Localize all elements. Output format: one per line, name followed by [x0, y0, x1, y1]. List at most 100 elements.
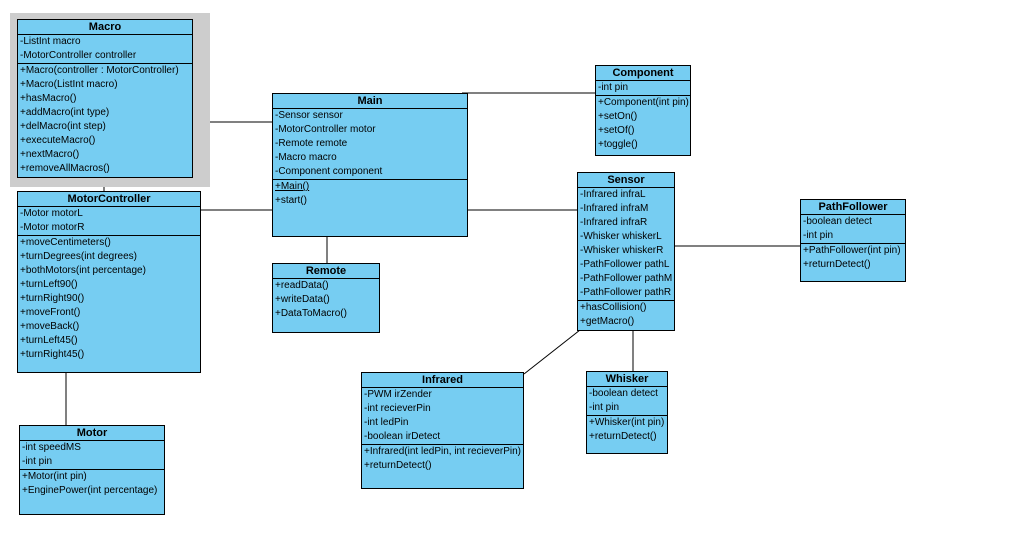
connector-sensor-infrared[interactable] [523, 329, 581, 375]
class-box-macro[interactable]: Macro-ListInt macro -MotorController cont… [17, 19, 193, 178]
attributes-compartment: -ListInt macro -MotorController controlle… [18, 35, 192, 64]
attribute-row: -Macro macro [275, 152, 337, 163]
class-title-whisker: Whisker [587, 372, 667, 387]
method-row: +addMacro(int type) [20, 107, 110, 118]
method-row: +toggle() [598, 139, 638, 150]
attributes-compartment: -Infrared infraL -Infrared infraM -Infrare… [578, 188, 674, 301]
method-row: +removeAllMacros() [20, 163, 110, 174]
method-row: +Component(int pin) [598, 97, 689, 108]
attribute-row: -Whisker whiskerR [580, 245, 664, 256]
method-row: +readData() [275, 280, 329, 291]
attribute-row: -Infrared infraR [580, 217, 648, 228]
methods-compartment: +moveCentimeters() +turnDegrees(int degre… [18, 236, 200, 372]
attributes-compartment: -boolean detect -int pin [587, 387, 667, 416]
methods-compartment: +readData() +writeData() +DataToMacro() [273, 279, 379, 332]
method-row: +delMacro(int step) [20, 121, 106, 132]
class-title-component: Component [596, 66, 690, 81]
class-box-main[interactable]: Main-Sensor sensor -MotorController motor… [272, 93, 468, 237]
methods-compartment: +Main() +start() [273, 180, 467, 236]
attribute-row: -Motor motorR [20, 222, 85, 233]
attributes-compartment: -int speedMS -int pin [20, 441, 164, 470]
method-row: +Main() [273, 180, 467, 194]
attributes-compartment: -boolean detect -int pin [801, 215, 905, 244]
method-row: +EnginePower(int percentage) [22, 485, 158, 496]
class-box-infrared[interactable]: Infrared-PWM irZender-int recieverPin-in… [361, 372, 524, 489]
method-row: +Whisker(int pin) [589, 417, 665, 428]
attribute-row: -Motor motorL [20, 208, 83, 219]
class-box-motorcontroller[interactable]: MotorController-Motor motorL -Motor motor… [17, 191, 201, 373]
methods-compartment: +Whisker(int pin) +returnDetect() [587, 416, 667, 453]
method-row: +PathFollower(int pin) [803, 245, 901, 256]
class-box-sensor[interactable]: Sensor-Infrared infraL-Infrared infraM-I… [577, 172, 675, 331]
method-row: +turnLeft45() [20, 335, 78, 346]
attributes-compartment: -PWM irZender-int recieverPin-int ledPin… [362, 388, 523, 445]
method-row: +hasCollision() [580, 302, 647, 313]
attribute-row: -boolean detect [803, 216, 872, 227]
attribute-row: -ListInt macro [20, 36, 81, 47]
class-title-pathfollower: PathFollower [801, 200, 905, 215]
class-box-pathfollower[interactable]: PathFollower-boolean detect -int pin +Path… [800, 199, 906, 282]
method-row: +returnDetect() [589, 431, 657, 442]
method-row: +Infrared(int ledPin, int recieverPin) [364, 446, 522, 457]
method-row: +moveCentimeters() [20, 237, 111, 248]
attribute-row: -MotorController controller [20, 50, 137, 61]
class-box-remote[interactable]: Remote+readData() +writeData() +DataToMacr… [272, 263, 380, 333]
class-title-motor: Motor [20, 426, 164, 441]
class-title-main: Main [273, 94, 467, 109]
class-title-macro: Macro [18, 20, 192, 35]
attribute-row: -PathFollower pathR [580, 287, 672, 298]
method-row: +turnLeft90() [20, 279, 78, 290]
attribute-row: -PathFollower pathL [580, 259, 670, 270]
attribute-row: -MotorController motor [275, 124, 376, 135]
attribute-row: -Infrared infraL [580, 189, 646, 200]
class-box-component[interactable]: Component-int pin +Component(int pin) +set… [595, 65, 691, 156]
class-title-sensor: Sensor [578, 173, 674, 188]
attribute-row: -boolean irDetect [364, 431, 441, 442]
attribute-row: -int pin [598, 82, 629, 93]
method-text-static: +Main() [275, 181, 310, 192]
attribute-row: -Infrared infraM [580, 203, 649, 214]
attribute-row: -int recieverPin [364, 403, 431, 414]
method-row: +start() [275, 195, 307, 206]
method-row: +turnRight90() [20, 293, 85, 304]
method-row: +moveBack() [20, 321, 80, 332]
attribute-row: -int pin [22, 456, 53, 467]
method-row: +Macro(controller : MotorController) [20, 65, 179, 76]
class-title-remote: Remote [273, 264, 379, 279]
attribute-row: -int speedMS [22, 442, 81, 453]
class-box-whisker[interactable]: Whisker-boolean detect -int pin +Whisker(i… [586, 371, 668, 454]
methods-compartment: +hasCollision() +getMacro() [578, 301, 674, 330]
attribute-row: -Whisker whiskerL [580, 231, 662, 242]
method-row: +returnDetect() [364, 460, 432, 471]
methods-compartment: +Motor(int pin) +EnginePower(int percenta… [20, 470, 164, 514]
attributes-compartment: -Sensor sensor-MotorController motor-Rem… [273, 109, 467, 180]
method-row: +Macro(ListInt macro) [20, 79, 118, 90]
method-row: +turnRight45() [20, 349, 85, 360]
method-row: +setOn() [598, 111, 638, 122]
attribute-row: -PWM irZender [364, 389, 432, 400]
method-row: +bothMotors(int percentage) [20, 265, 146, 276]
method-row: +setOf() [598, 125, 635, 136]
method-row: +getMacro() [580, 316, 635, 327]
attribute-row: -Component component [275, 166, 383, 177]
class-title-motorcontroller: MotorController [18, 192, 200, 207]
methods-compartment: +Infrared(int ledPin, int recieverPin) +r… [362, 445, 523, 488]
method-row: +turnDegrees(int degrees) [20, 251, 138, 262]
method-row: +writeData() [275, 294, 330, 305]
attribute-row: -boolean detect [589, 388, 658, 399]
attribute-row: -int pin [589, 402, 620, 413]
methods-compartment: +Component(int pin) +setOn() +setOf() +togg… [596, 96, 690, 155]
method-row: +DataToMacro() [275, 308, 347, 319]
attribute-row: -Sensor sensor [275, 110, 343, 121]
methods-compartment: +Macro(controller : MotorController) +Mac… [18, 64, 192, 177]
class-box-motor[interactable]: Motor-int speedMS -int pin +Motor(int pin)… [19, 425, 165, 515]
method-row: +returnDetect() [803, 259, 871, 270]
method-row: +moveFront() [20, 307, 81, 318]
attribute-row: -int pin [803, 230, 834, 241]
attributes-compartment: -int pin [596, 81, 690, 96]
method-row: +hasMacro() [20, 93, 77, 104]
method-row: +Motor(int pin) [22, 471, 87, 482]
method-row: +executeMacro() [20, 135, 96, 146]
